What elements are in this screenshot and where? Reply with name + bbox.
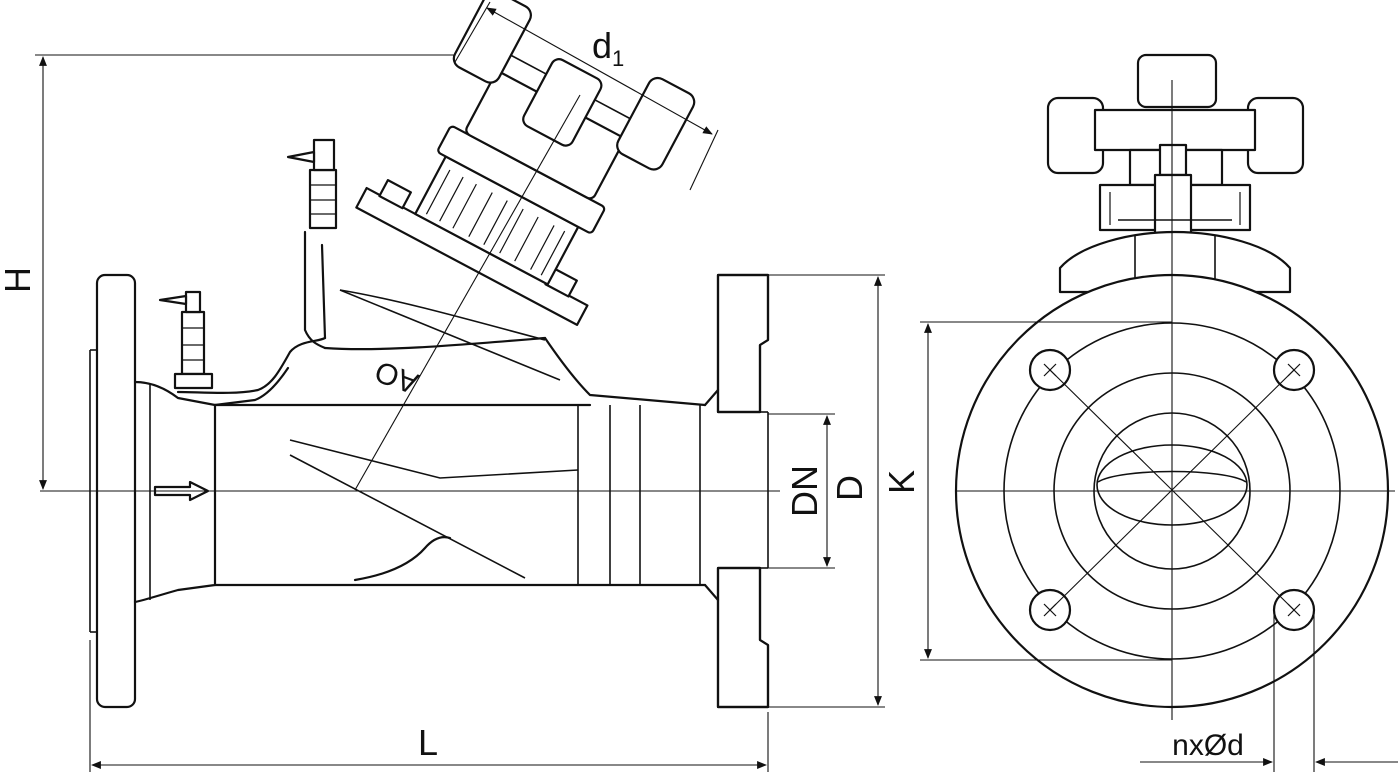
dimension-d1: d1 [454,1,719,191]
test-point-left [158,290,214,390]
dimension-DN: DN D [768,413,870,569]
valve-body [133,230,707,604]
handwheel-front [1046,53,1305,237]
bonnet-front [1058,230,1292,294]
label-DN: DN [784,465,825,517]
front-view [954,53,1395,720]
body-marking: AO [371,354,423,400]
label-d1: d1 [592,25,624,71]
label-L: L [418,722,438,763]
dimension-L: L [89,640,769,772]
bonnet [355,0,696,326]
label-H: H [0,267,38,293]
test-point-top [286,138,338,230]
dimension-H: H [0,54,455,490]
label-D: D [829,475,870,501]
dimension-K: K [881,321,1172,661]
dimension-D [768,274,885,708]
label-K: K [881,470,922,494]
side-view: AO [40,0,780,709]
dimension-nxOd: nxØd [1140,612,1398,772]
label-nxOd: nxØd [1172,729,1244,762]
